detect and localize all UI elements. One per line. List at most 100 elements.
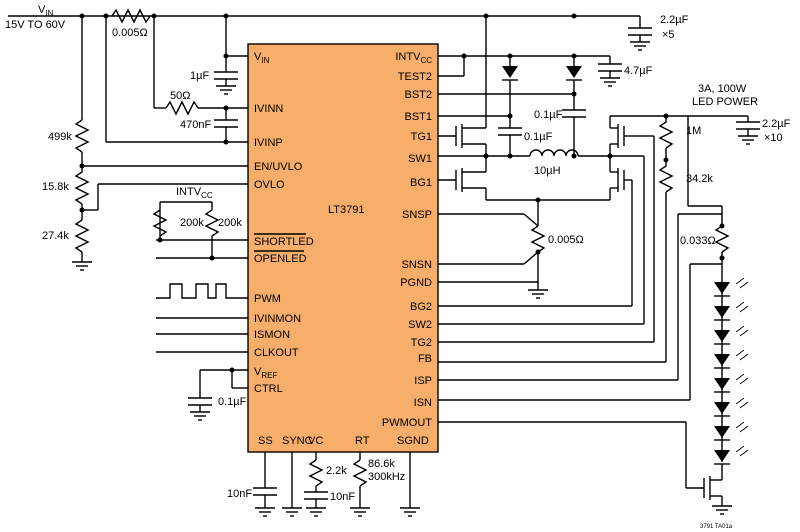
vc-resistor-value: 2.2k: [326, 465, 347, 477]
input-sense-resistor: [111, 8, 151, 24]
pin-clkout: CLKOUT: [254, 347, 299, 359]
filter-resistor: [165, 100, 199, 116]
rt-resistor: [352, 459, 368, 487]
boot-cap-1-value: 0.1µF: [524, 131, 553, 143]
led-light-arrows: [735, 277, 749, 457]
chip-body: [247, 43, 439, 453]
led-4: [714, 354, 730, 366]
led-3: [714, 330, 730, 342]
fb-bot-resistor-value: 34.2k: [686, 173, 713, 185]
led-sense-resistor-value: 0.033Ω: [680, 235, 716, 247]
pin-sync: SYNC: [282, 435, 313, 447]
boot-cap-2-value: 0.1µF: [534, 109, 563, 121]
pin-openled: OPENLED: [254, 253, 307, 265]
pin-fb: FB: [418, 353, 432, 365]
vin-cap-value: 1µF: [190, 70, 209, 82]
pin-bg1: BG1: [410, 177, 432, 189]
pin-snsp: SNSP: [402, 209, 432, 221]
boot-diode-2: [566, 66, 582, 78]
output-current-label: 3A, 100W: [698, 83, 747, 95]
en-bot-resistor-value: 27.4k: [42, 230, 69, 242]
rt-resistor-value: 86.6k: [368, 458, 395, 470]
pin-vc: VC: [308, 435, 323, 447]
pin-sw2: SW2: [408, 319, 432, 331]
pwm-waveform: [156, 283, 248, 299]
en-mid-resistor-value: 15.8k: [42, 181, 69, 193]
boot-diode-1: [502, 66, 518, 78]
inductor: [529, 149, 579, 157]
chip-name: LT3791: [328, 204, 365, 216]
fb-top-resistor: [658, 116, 674, 149]
bottom-network: 10nF 2.2k 10nF 86.6k 300kHz: [227, 452, 420, 517]
input-cap-value: 2.2µF: [660, 14, 689, 26]
pin-tg2: TG2: [411, 337, 432, 349]
pin-ivinp: IVINP: [254, 137, 283, 149]
pullup-resistor-2: [204, 209, 220, 237]
fb-top-resistor-value: 1M: [686, 125, 701, 137]
pin-bst2: BST2: [404, 89, 432, 101]
switch-sense-resistor-value: 0.005Ω: [548, 234, 584, 246]
pin-tg1: TG1: [411, 131, 432, 143]
pin-bg2: BG2: [410, 301, 432, 313]
power-stage: 4.7µF 0.1µF 0.1µF: [438, 16, 791, 530]
pin-rt: RT: [355, 435, 370, 447]
led-2: [714, 306, 730, 318]
vin-range-label: 15V TO 60V: [5, 19, 66, 31]
en-top-resistor-value: 499k: [48, 131, 72, 143]
pin-ivinn: IVINN: [254, 103, 283, 115]
intvcc-cap-value: 4.7µF: [624, 65, 653, 77]
pin-sgnd: SGND: [397, 435, 429, 447]
led-5: [714, 378, 730, 390]
filter-cap-value: 470nF: [180, 119, 211, 131]
pin-ismon: ISMON: [254, 329, 290, 341]
vin-label: VIN: [38, 4, 54, 18]
pin-en-uvlo: EN/UVLO: [254, 161, 303, 173]
ss-cap-value: 10nF: [227, 488, 252, 500]
input-cap-multiplier: ×5: [662, 29, 675, 41]
led-6: [714, 402, 730, 414]
pin-bst1: BST1: [404, 111, 432, 123]
pin-sw1: SW1: [408, 153, 432, 165]
intvcc-ref-label: INTVCC: [176, 186, 213, 200]
led-1: [714, 282, 730, 294]
inductor-value: 10µH: [534, 165, 561, 177]
ctrl-cap-value: 0.1µF: [218, 396, 247, 408]
pin-ivinmon: IVINMON: [254, 313, 301, 325]
fb-bot-resistor: [658, 160, 674, 193]
pin-ctrl: CTRL: [254, 383, 283, 395]
led-7: [714, 426, 730, 438]
lt3791-chip: LT3791 VIN IVINN IVINP EN/UVLO OVLO SHOR…: [247, 43, 439, 453]
en-bot-resistor: [74, 219, 90, 253]
pin-vref: VREF: [254, 366, 277, 380]
input-rail: VIN 15V TO 60V 0.005Ω 2.2µF ×5: [5, 4, 689, 51]
pullup-resistor-1: [152, 209, 168, 237]
pin-isn: ISN: [414, 397, 432, 409]
output-power-label: LED POWER: [692, 96, 758, 108]
en-top-resistor: [74, 119, 90, 153]
filter-resistor-value: 50Ω: [170, 90, 190, 102]
pin-intvcc: INTVCC: [395, 51, 432, 65]
led-8: [714, 450, 730, 462]
vc-resistor: [308, 459, 324, 487]
output-cap-value: 2.2µF: [762, 118, 791, 130]
input-sense-resistor-value: 0.005Ω: [112, 27, 148, 39]
output-cap-multiplier: ×10: [764, 132, 783, 144]
pullup-resistor-2-value: 200k: [218, 217, 242, 229]
pin-pwm: PWM: [254, 293, 281, 305]
pin-shortled: SHORTLED: [254, 236, 314, 248]
pin-pwmout: PWMOUT: [382, 417, 432, 429]
vc-cap-value: 10nF: [330, 491, 355, 503]
figure-id: 3791 TA01a: [700, 524, 733, 530]
led-sense-resistor: [714, 225, 730, 253]
pullup-resistor-1-value: 200k: [180, 217, 204, 229]
switch-sense-resistor: [530, 225, 546, 253]
pin-ss: SS: [258, 435, 273, 447]
left-network: 1µF 50Ω 470nF 499k 15.8k 27.4k: [42, 16, 248, 421]
rt-frequency: 300kHz: [368, 471, 405, 483]
pin-test2: TEST2: [398, 71, 432, 83]
led-string: [714, 282, 730, 465]
pin-pgnd: PGND: [400, 277, 432, 289]
pin-snsn: SNSN: [401, 259, 432, 271]
pin-isp: ISP: [414, 375, 432, 387]
